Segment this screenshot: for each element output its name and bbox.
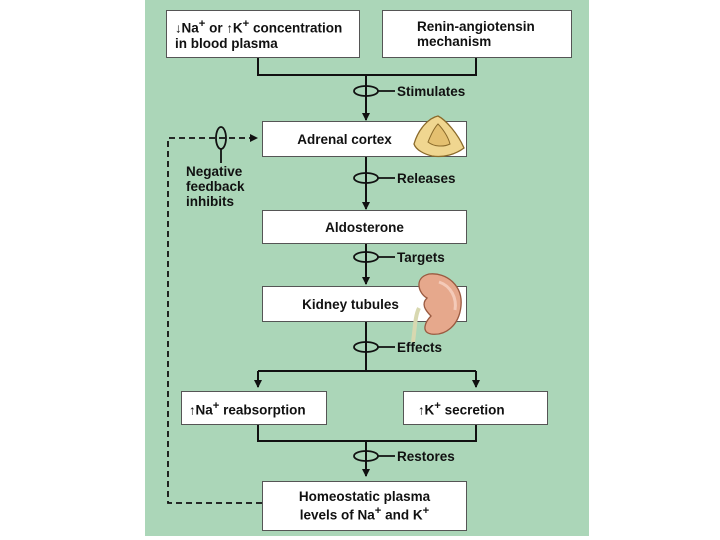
concentration-box: ↓Na+ or ↑K+ concentration in blood plasm… [166, 10, 360, 58]
bottom-merge-connector [257, 425, 477, 442]
stimulates-label: Stimulates [397, 84, 466, 99]
aldosterone-label: Aldosterone [325, 219, 404, 235]
restores-label: Restores [397, 449, 455, 464]
k-ion-text: K [424, 402, 435, 418]
secretion-text: secretion [440, 402, 505, 418]
effects-label: Effects [397, 340, 443, 355]
feedback-line2: feedback [186, 179, 245, 194]
concentration-text: concentration [249, 20, 343, 36]
na-reabsorption-box: ↑Na+ reabsorption [181, 391, 327, 425]
k-charge: + [434, 399, 441, 412]
or-text: or [205, 20, 227, 36]
up-arrow-icon: ↑ [418, 402, 425, 418]
feedback-line3: inhibits [186, 194, 234, 209]
down-arrow-icon: ↓ [175, 20, 182, 36]
blood-plasma-text: in blood plasma [175, 35, 278, 51]
renin-line2: mechanism [417, 34, 492, 49]
merge-connector [257, 58, 477, 76]
reabsorption-text: reabsorption [219, 402, 306, 418]
na-charge: + [374, 505, 382, 518]
k-text: K [232, 20, 243, 36]
feedback-label: Negative feedback inhibits [186, 164, 245, 209]
na-charge: + [212, 399, 220, 412]
adrenal-cortex-label: Adrenal cortex [297, 131, 392, 147]
homeostatic-box: Homeostatic plasma levels of Na+ and K+ [262, 481, 467, 531]
k-charge: + [422, 505, 430, 518]
kidney-icon [411, 273, 462, 343]
kidney-tubules-label: Kidney tubules [302, 296, 399, 312]
homeostatic-and-k: and K [381, 507, 423, 523]
homeostatic-line2a: levels of Na [299, 507, 375, 523]
renin-line1: Renin-angiotensin [417, 19, 535, 34]
adrenal-gland-icon [413, 115, 465, 158]
na-ion-text: Na [195, 402, 213, 418]
k-charge: + [242, 18, 250, 31]
targets-label: Targets [397, 250, 445, 265]
up-arrow-icon: ↑ [189, 402, 196, 418]
k-secretion-box: ↑K+ secretion [403, 391, 548, 425]
renin-angiotensin-box: Renin-angiotensin mechanism [382, 10, 572, 58]
releases-label: Releases [397, 171, 456, 186]
up-arrow-icon: ↑ [226, 20, 233, 36]
feedback-line1: Negative [186, 164, 243, 179]
negative-feedback-line [167, 134, 262, 504]
na-text: Na [181, 20, 199, 36]
homeostatic-line1: Homeostatic plasma [298, 489, 431, 505]
aldosterone-box: Aldosterone [262, 210, 467, 244]
na-charge: + [198, 18, 206, 31]
